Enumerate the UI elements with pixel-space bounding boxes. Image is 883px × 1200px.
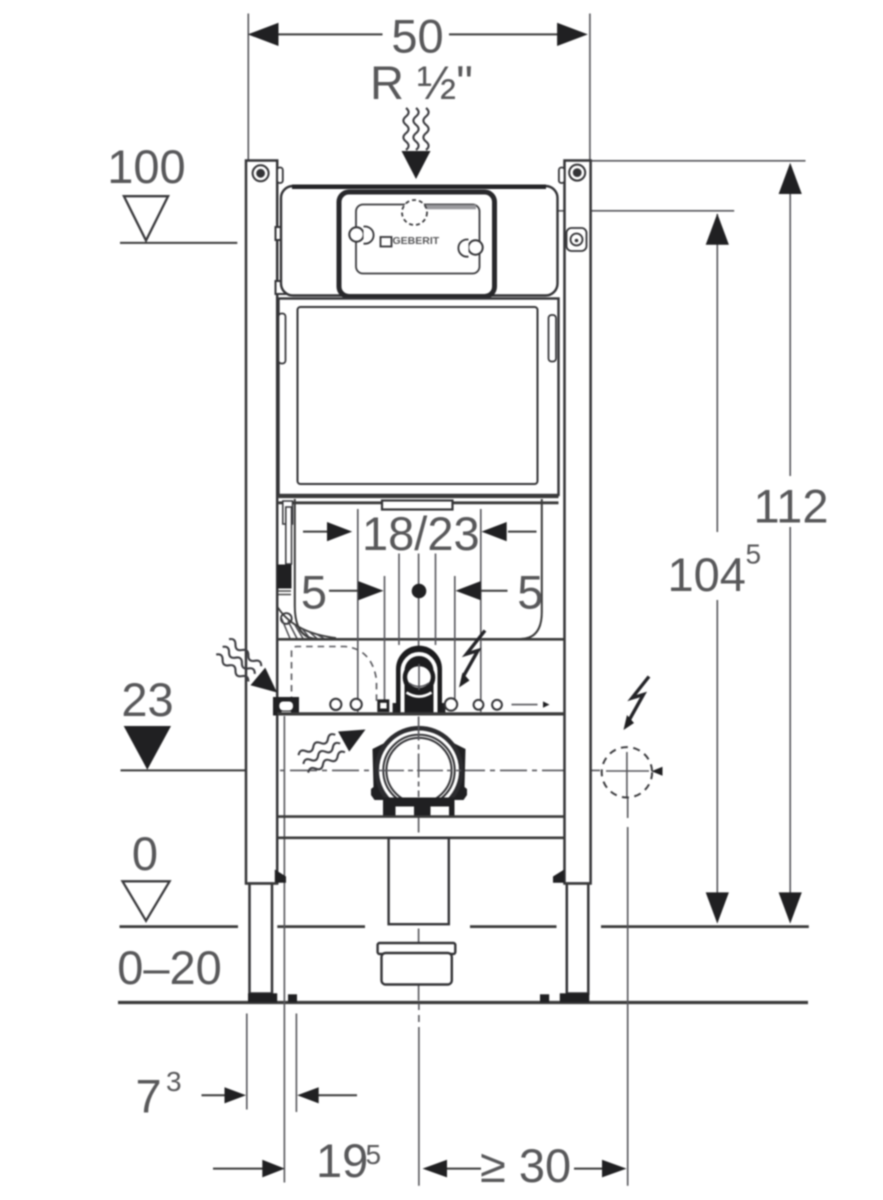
svg-text:7: 7 (136, 1070, 162, 1123)
svg-text:5: 5 (301, 566, 327, 619)
svg-text:5: 5 (746, 539, 762, 570)
svg-text:5: 5 (517, 566, 543, 619)
svg-text:19: 19 (316, 1134, 368, 1187)
svg-text:0: 0 (132, 827, 158, 880)
svg-text:3: 3 (166, 1066, 182, 1097)
svg-text:GEBERIT: GEBERIT (393, 235, 440, 247)
svg-text:≥ 30: ≥ 30 (480, 1139, 571, 1192)
svg-text:112: 112 (754, 480, 829, 533)
svg-text:23: 23 (121, 673, 173, 726)
svg-text:50: 50 (391, 10, 443, 63)
svg-text:5: 5 (366, 1139, 382, 1170)
svg-text:0–20: 0–20 (117, 941, 222, 994)
svg-text:18/23: 18/23 (362, 507, 480, 560)
svg-text:R ½": R ½" (370, 56, 473, 109)
svg-text:104: 104 (668, 548, 746, 601)
svg-text:100: 100 (107, 140, 185, 193)
